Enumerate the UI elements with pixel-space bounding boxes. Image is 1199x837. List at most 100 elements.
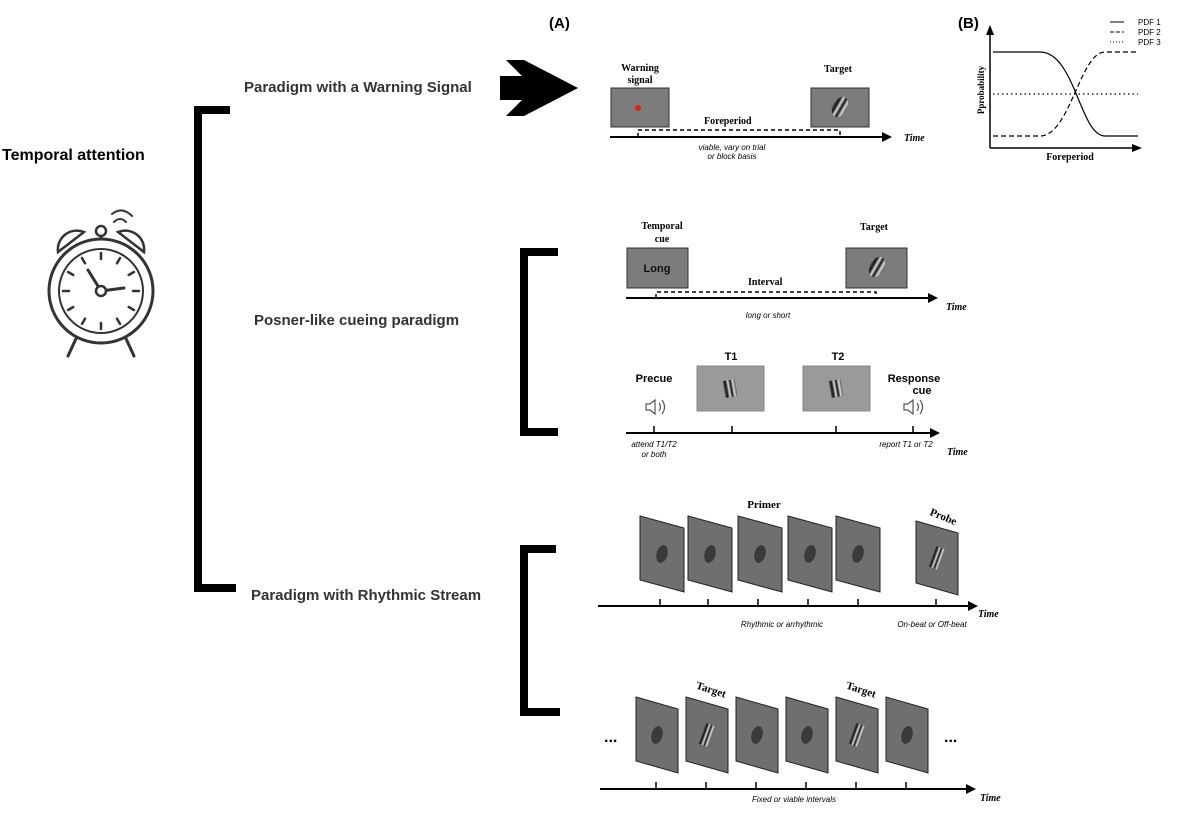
legend-pdf3: PDF 3 — [1138, 38, 1161, 47]
posner-time-arrow — [928, 293, 938, 303]
t2-label: T2 — [832, 351, 845, 363]
blob-panel — [687, 515, 733, 593]
stream-target-label-1: Target — [694, 680, 727, 701]
paradigm-warning-label: Paradigm with a Warning Signal — [244, 79, 472, 96]
alarm-clock-icon — [47, 209, 155, 358]
blob-panel — [835, 515, 881, 593]
on-off-beat-label: On-beat or Off-beat — [897, 620, 967, 629]
grating-stimulus — [848, 722, 866, 748]
legend-pdf2: PDF 2 — [1138, 28, 1161, 37]
paradigm-posner-label: Posner-like cueing paradigm — [254, 312, 459, 329]
blob-stimulus — [704, 545, 716, 563]
temporal-cue-word: Long — [644, 263, 671, 275]
rhythmic-bracket — [520, 545, 560, 716]
temporal-cue-screen — [626, 247, 689, 289]
clock-tick — [127, 270, 136, 277]
blob-stimulus — [804, 545, 816, 563]
rhythmic-time-label: Time — [978, 609, 999, 620]
blob-panel — [735, 696, 779, 774]
rhythmic-target-stream: Target Target ... ... Fixed or viable in… — [600, 680, 1001, 804]
report-label: report T1 or T2 — [879, 440, 933, 449]
posner-target-label: Target — [860, 222, 889, 233]
response-cue-label-2: cue — [913, 385, 932, 397]
big-arrow-icon — [500, 60, 578, 116]
interval-bracket — [655, 291, 877, 298]
stream-target-label-2: Target — [844, 680, 877, 701]
blob-stimulus — [901, 726, 913, 744]
grating-panel — [915, 520, 959, 596]
blob-panel — [885, 696, 929, 774]
fixed-intervals-label: Fixed or viable intervals — [752, 795, 836, 804]
warning-time-arrow — [882, 132, 892, 142]
chart-y-arrow — [986, 25, 994, 35]
chart-x-label: Foreperiod — [1046, 152, 1094, 163]
blob-stimulus — [651, 726, 663, 744]
temporal-attention-label: Temporal attention — [2, 147, 145, 164]
ellipsis-right: ... — [944, 729, 957, 746]
primer-label: Primer — [747, 499, 781, 511]
chart-y-label: Pprobability — [976, 65, 986, 114]
warning-target-grating — [831, 96, 849, 118]
clock-tick — [66, 270, 75, 277]
clock-tick — [127, 305, 136, 312]
posner-bracket — [520, 248, 558, 436]
warning-note-2: or block basis — [708, 152, 757, 161]
posner-t1-t2: Precue Response cue T1 T2 attend T1/T2 o… — [626, 351, 968, 459]
grating-panel — [835, 696, 879, 774]
posner-target-grating — [868, 256, 886, 278]
blob-panel — [635, 696, 679, 774]
pdf1-curve — [993, 51, 1138, 137]
blob-panel — [787, 515, 833, 593]
panel-a-label: (A) — [549, 15, 570, 32]
blob-stimulus — [801, 726, 813, 744]
warning-time-label: Time — [904, 133, 925, 144]
response-cue-label-1: Response — [888, 373, 941, 385]
blob-stimulus — [751, 726, 763, 744]
temporal-cue-label-1: Temporal — [641, 221, 683, 232]
precue-label: Precue — [636, 373, 673, 385]
warning-signal-label-2: signal — [627, 75, 652, 86]
t1-label: T1 — [725, 351, 738, 363]
posner-temporal-cue: Temporal cue Long Target Interval Time l… — [626, 221, 967, 320]
chart-x-arrow — [1132, 144, 1142, 152]
blob-stimulus — [656, 545, 668, 563]
main-bracket — [194, 106, 236, 592]
blob-panel — [639, 515, 685, 593]
grating-stimulus — [698, 722, 716, 748]
attend-label-2: or both — [642, 450, 667, 459]
attend-label-1: attend T1/T2 — [631, 440, 677, 449]
blob-stimulus — [754, 545, 766, 563]
response-speaker-icon — [903, 398, 924, 416]
rhythmic-time-arrow — [968, 601, 978, 611]
warning-dot — [635, 105, 641, 111]
t1t2-time-arrow — [930, 428, 940, 438]
panel-b-label: (B) — [958, 15, 979, 32]
blob-panel — [737, 515, 783, 593]
probe-label: Probe — [928, 506, 958, 528]
grating-panel — [685, 696, 729, 774]
pdf-chart: Foreperiod Pprobability PDF 1 PDF 2 PDF … — [976, 18, 1161, 163]
t1-grating — [722, 379, 738, 398]
clock-tick — [80, 256, 87, 265]
warning-note-1: viable, vary on trial — [699, 143, 766, 152]
clock-tick — [66, 305, 75, 312]
blob-stimulus — [852, 545, 864, 563]
legend-pdf1: PDF 1 — [1138, 18, 1161, 27]
clock-tick — [115, 317, 122, 326]
rhythmic-or-arrhythmic-label: Rhythmic or arrhythmic — [741, 620, 823, 629]
t2-grating — [828, 379, 844, 398]
rhythmic-primer-probe: Primer Probe Time Rhythmic or arrhythmic… — [598, 499, 999, 629]
blob-panel — [785, 696, 829, 774]
warning-signal-paradigm: Warning signal Target Foreperiod Time vi… — [610, 63, 925, 161]
foreperiod-bracket — [637, 129, 841, 137]
precue-speaker-icon — [645, 398, 666, 416]
warning-target-label: Target — [824, 64, 853, 75]
interval-label: Interval — [748, 277, 783, 288]
posner-time-label: Time — [946, 302, 967, 313]
stream-time-arrow — [966, 784, 976, 794]
clock-tick — [80, 317, 87, 326]
t1t2-time-label: Time — [947, 447, 968, 458]
foreperiod-label: Foreperiod — [704, 116, 752, 127]
